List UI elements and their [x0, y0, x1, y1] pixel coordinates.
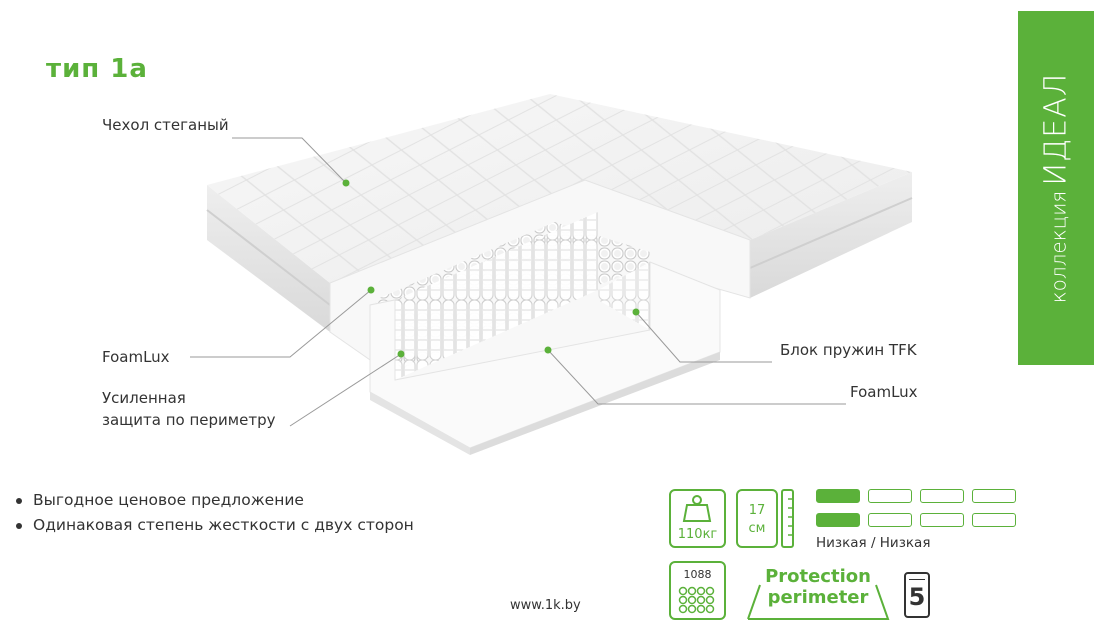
firmness-scale [816, 489, 1026, 531]
height-value: 17 [748, 503, 766, 518]
max-weight-badge: 110кг [669, 489, 726, 548]
label-foam-right: FoamLux [850, 383, 918, 401]
bullet-icon [16, 522, 22, 529]
springs-grid-icon [678, 586, 715, 614]
firmness-side2-level [868, 513, 912, 527]
firmness-side2-level [816, 513, 860, 527]
firmness-side2-level [972, 513, 1016, 527]
label-perimeter-line2: защита по периметру [102, 411, 276, 429]
firmness-side2-level [920, 513, 964, 527]
protection-line2: perimeter [767, 587, 869, 608]
page-title: тип 1а [46, 54, 148, 84]
warranty-value: 5 [908, 583, 926, 611]
list-item: Выгодное ценовое предложение [14, 488, 414, 513]
firmness-side1-level [972, 489, 1016, 503]
max-weight-value: 110кг [677, 527, 718, 542]
protection-perimeter-icon [747, 584, 890, 620]
list-item: Одинаковая степень жесткости с двух стор… [14, 513, 414, 538]
firmness-side1-level [868, 489, 912, 503]
height-badge: 17 см [736, 489, 778, 548]
weight-icon [682, 495, 712, 522]
firmness-side1-level [920, 489, 964, 503]
height-unit: см [748, 521, 766, 536]
label-foam-left: FoamLux [102, 348, 170, 366]
collection-prefix: коллекция [1046, 190, 1071, 304]
collection-name: ИДЕАЛ [1038, 72, 1074, 186]
ruler-icon [781, 489, 794, 548]
firmness-side1-level [816, 489, 860, 503]
protection-perimeter-badge: Protection perimeter [746, 566, 890, 608]
warranty-badge: 5 [904, 572, 930, 618]
warranty-bar-icon [909, 575, 925, 580]
label-perimeter-line1: Усиленная [102, 389, 186, 407]
bullet-icon [16, 497, 22, 504]
label-cover: Чехол стеганый [102, 116, 229, 134]
label-spring-block: Блок пружин TFK [780, 341, 917, 359]
collection-panel: коллекция ИДЕАЛ [1018, 11, 1094, 365]
firmness-label: Низкая / Низкая [816, 535, 931, 551]
feature-list: Выгодное ценовое предложение Одинаковая … [14, 488, 414, 538]
protection-line1: Protection [765, 566, 871, 587]
springs-count-badge: 1088 [669, 561, 726, 620]
springs-count-value: 1088 [683, 568, 712, 581]
footer-url: www.1k.by [510, 598, 581, 613]
